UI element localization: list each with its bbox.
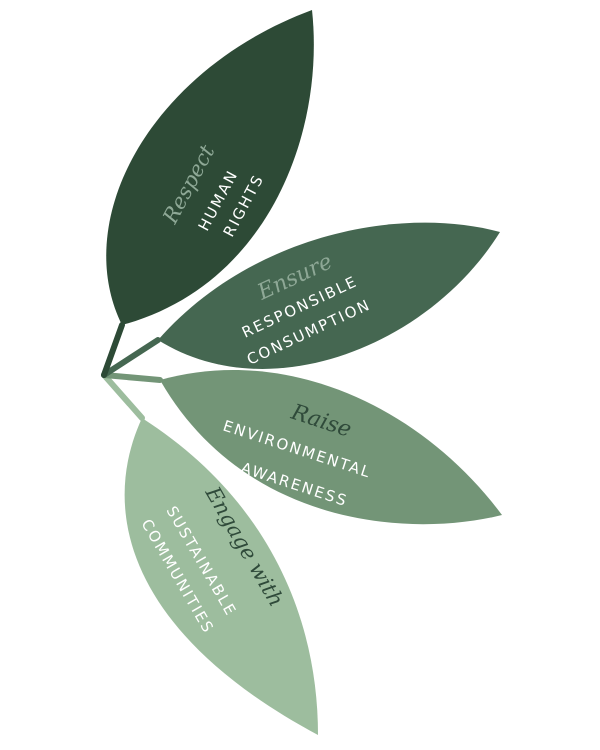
leaf-2-stem	[101, 337, 161, 378]
leaf-3-raise-awareness: Raise ENVIRONMENTAL AWARENESS	[101, 370, 502, 525]
leaf-4-shape	[124, 418, 318, 735]
leaf-3-shape	[160, 370, 502, 525]
leaf-1-respect-rights: Respect HUMAN RIGHTS	[101, 10, 314, 378]
leaf-3-stem	[101, 372, 163, 383]
leaf-1-shape	[106, 10, 314, 325]
leaf-1-stem	[101, 322, 125, 378]
leaf-2-ensure-consumption: Ensure RESPONSIBLE CONSUMPTION	[101, 222, 500, 378]
leaf-2-shape	[158, 222, 500, 369]
leaf-4-stem	[101, 372, 145, 421]
